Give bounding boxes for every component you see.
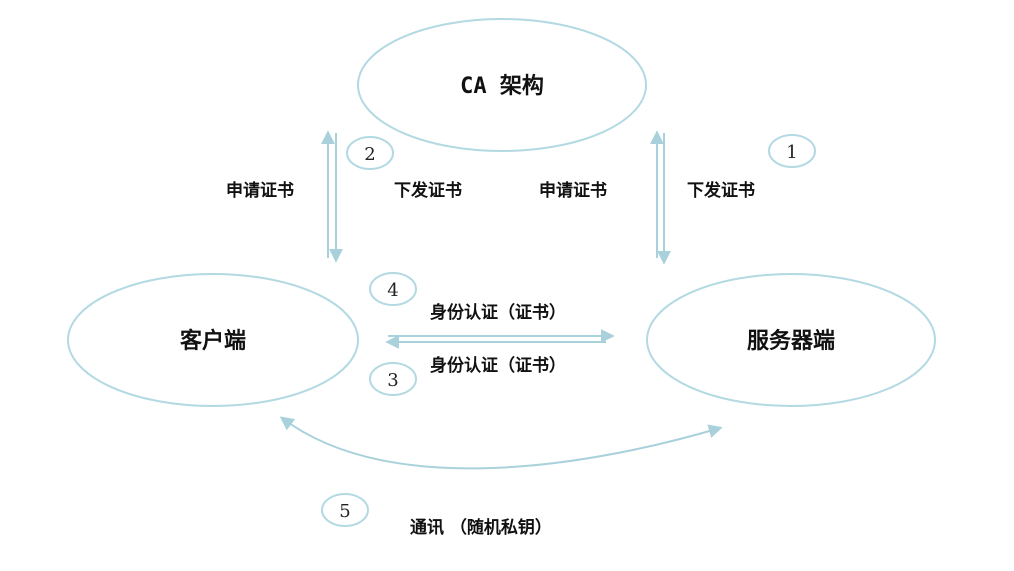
ca-node: CA 架构 [357, 18, 647, 152]
communication-arrow [279, 416, 723, 470]
client-request-label: 申请证书 [226, 180, 294, 201]
auth-arrows [385, 329, 615, 349]
client-issue-label: 下发证书 [394, 180, 462, 201]
client-ellipse [67, 273, 359, 407]
step-number-2: 2 [364, 144, 375, 165]
step-badge-3: 3 [369, 362, 417, 396]
server-ellipse [646, 273, 936, 407]
step-badge-2: 2 [346, 136, 394, 170]
step-ellipse-2 [346, 136, 394, 170]
step-badge-5: 5 [321, 493, 369, 527]
communication-label: 通讯 （随机私钥） [410, 517, 552, 538]
ca-ellipse [357, 18, 647, 152]
step-badge-1: 1 [768, 134, 816, 168]
step-number-1: 1 [786, 142, 797, 163]
step-ellipse-5 [321, 493, 369, 527]
client-label: 客户端 [180, 328, 246, 354]
auth-top-label: 身份认证（证书） [430, 302, 566, 323]
step-ellipse-4 [369, 272, 417, 306]
step-number-4: 4 [387, 280, 398, 301]
server-ca-arrows [650, 130, 671, 265]
step-number-5: 5 [339, 501, 350, 522]
step-ellipse-1 [768, 134, 816, 168]
ca-label: CA 架构 [460, 73, 544, 99]
server-label: 服务器端 [747, 329, 835, 354]
step-badge-4: 4 [369, 272, 417, 306]
client-ca-arrows [321, 130, 343, 263]
server-request-label: 申请证书 [539, 180, 607, 201]
step-ellipse-3 [369, 362, 417, 396]
server-node: 服务器端 [646, 273, 936, 407]
server-issue-label: 下发证书 [687, 180, 755, 201]
client-node: 客户端 [67, 273, 359, 407]
step-number-3: 3 [387, 370, 398, 391]
auth-bottom-label: 身份认证（证书） [430, 355, 566, 376]
